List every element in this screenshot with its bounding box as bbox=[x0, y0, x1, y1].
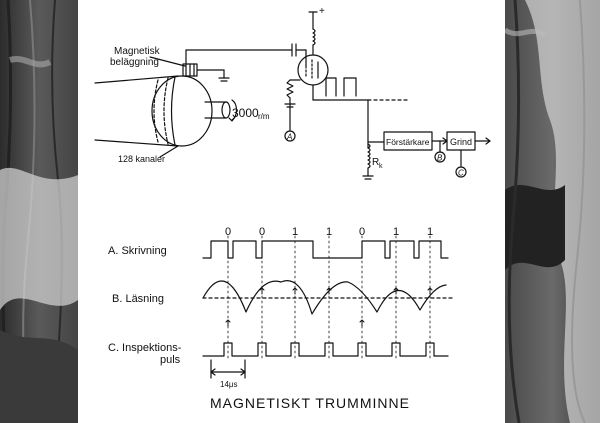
bit-label: 1 bbox=[326, 226, 332, 238]
label-amplifier: Förstärkare bbox=[386, 137, 430, 147]
node-c: C bbox=[458, 169, 464, 178]
wood-frame-right bbox=[505, 0, 600, 423]
read-head bbox=[182, 49, 293, 82]
row-label-inspection-1: C. Inspektions- bbox=[108, 342, 182, 354]
node-a: A bbox=[286, 133, 292, 142]
label-magnetic-coating-1: Magnetisk bbox=[114, 46, 161, 57]
label-speed: 3000 bbox=[232, 106, 259, 120]
bit-label: 1 bbox=[427, 226, 433, 238]
bit-label: 0 bbox=[359, 226, 365, 238]
wood-frame-left bbox=[0, 0, 78, 423]
cathode-circuit bbox=[284, 79, 314, 142]
bit-label: 0 bbox=[259, 226, 265, 238]
row-label-inspection-2: puls bbox=[160, 354, 181, 366]
rk-inductor bbox=[362, 141, 374, 180]
bit-label: 1 bbox=[292, 226, 298, 238]
label-speed-unit: r/m bbox=[258, 112, 270, 121]
read-waveform bbox=[202, 280, 447, 315]
node-b: B bbox=[437, 154, 443, 163]
drum-cylinder bbox=[94, 75, 238, 147]
label-channels: 128 kanaler bbox=[118, 154, 165, 164]
label-gate: Grind bbox=[450, 137, 472, 147]
plate-inductor bbox=[308, 11, 318, 46]
label-plus: + bbox=[319, 6, 325, 17]
bit-label: 1 bbox=[393, 226, 399, 238]
label-magnetic-coating-2: beläggning bbox=[110, 57, 159, 68]
capacitor bbox=[291, 43, 307, 67]
label-resistor-sub: k bbox=[379, 163, 383, 170]
row-label-read: B. Läsning bbox=[112, 293, 164, 305]
write-waveform bbox=[202, 240, 449, 259]
label-period: 14μs bbox=[220, 380, 238, 389]
bit-label: 0 bbox=[225, 226, 231, 238]
diagram-title: MAGNETISKT TRUMMINNE bbox=[210, 395, 410, 411]
vacuum-tube bbox=[297, 44, 329, 86]
row-label-write: A. Skrivning bbox=[108, 245, 167, 257]
inspection-pulses bbox=[202, 342, 449, 357]
label-resistor: R bbox=[372, 157, 379, 168]
